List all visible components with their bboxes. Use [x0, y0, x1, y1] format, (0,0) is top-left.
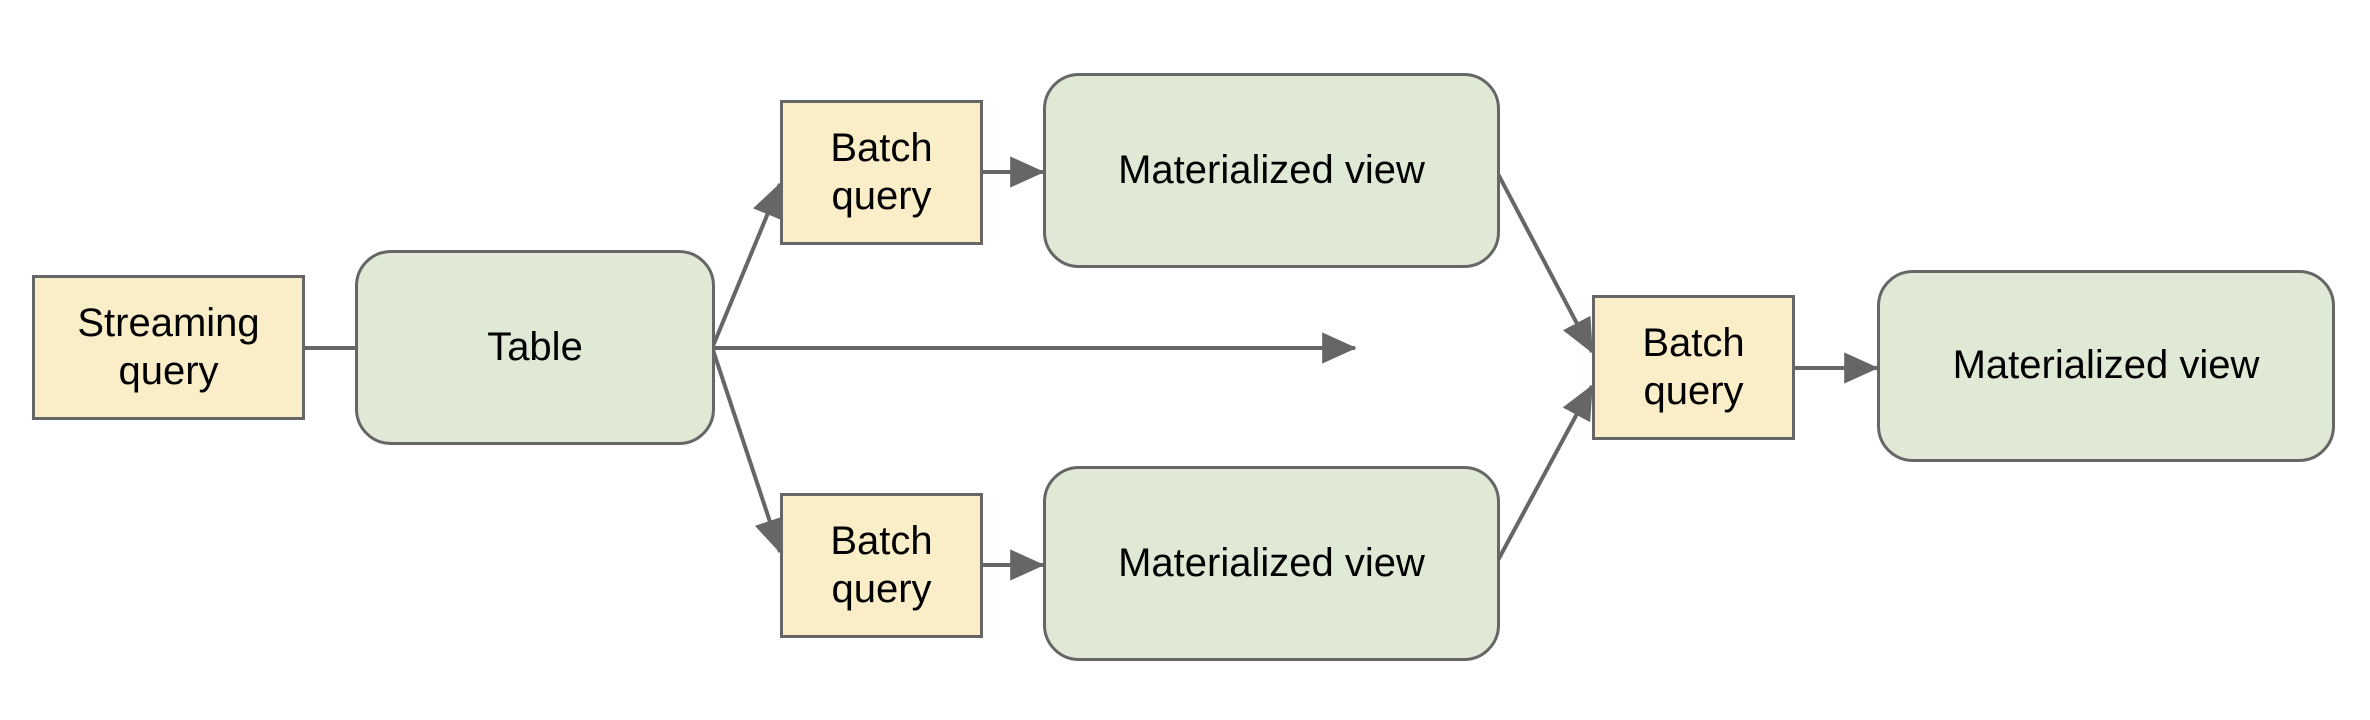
node-materialized-view-top[interactable]: Materialized view	[1043, 73, 1500, 268]
node-batch-query-join-label: Batch query	[1642, 321, 1745, 413]
edge-table-to-batch-query-bottom	[711, 349, 785, 554]
node-materialized-view-top-label: Materialized view	[1118, 147, 1425, 192]
edge-materialized-view-bottom-to-batch-query-join	[1495, 384, 1594, 563]
node-batch-query-bottom[interactable]: Batch query	[780, 493, 983, 638]
node-batch-query-join[interactable]: Batch query	[1592, 295, 1795, 440]
node-batch-query-top[interactable]: Batch query	[780, 100, 983, 245]
node-streaming-query-label: Streaming query	[77, 301, 260, 393]
node-materialized-view-bottom-label: Materialized view	[1118, 540, 1425, 585]
node-materialized-view-final[interactable]: Materialized view	[1877, 270, 2335, 462]
edge-materialized-view-top-to-batch-query-join	[1495, 171, 1594, 354]
node-streaming-query[interactable]: Streaming query	[32, 275, 305, 420]
node-batch-query-bottom-label: Batch query	[830, 519, 933, 611]
node-materialized-view-final-label: Materialized view	[1952, 343, 2260, 388]
node-table-label: Table	[487, 324, 583, 369]
node-materialized-view-bottom[interactable]: Materialized view	[1043, 466, 1500, 661]
edge-table-to-batch-query-top	[711, 182, 782, 347]
node-batch-query-top-label: Batch query	[830, 126, 933, 218]
node-table[interactable]: Table	[355, 250, 715, 445]
